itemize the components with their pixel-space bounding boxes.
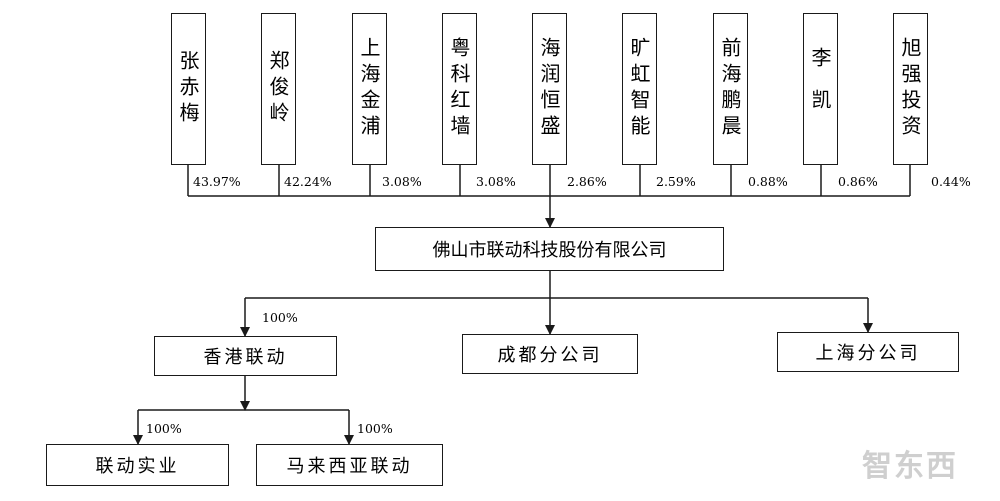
ownership-percent: 42.24%	[284, 174, 332, 189]
shareholder-box: 郑俊岭	[261, 13, 296, 165]
ownership-percent: 0.86%	[838, 174, 878, 189]
shanghai-branch-name: 上海分公司	[815, 343, 921, 364]
industrial-ownership-percent: 100%	[146, 421, 182, 436]
shareholder-box: 前海鹏晨	[713, 13, 748, 165]
hk-ownership-percent: 100%	[262, 310, 298, 325]
malaysia-ownership-percent: 100%	[357, 421, 393, 436]
ownership-percent: 0.88%	[748, 174, 788, 189]
shareholder-name: 郑俊岭	[266, 50, 290, 128]
shareholder-box: 李凯	[803, 13, 838, 165]
shareholder-box: 旭强投资	[893, 13, 928, 165]
hk-subsidiary-box: 香港联动	[154, 336, 337, 376]
ownership-percent: 3.08%	[382, 174, 422, 189]
shareholder-box: 旷虹智能	[622, 13, 657, 165]
ownership-percent: 3.08%	[476, 174, 516, 189]
hk-subsidiary-name: 香港联动	[203, 347, 288, 368]
shareholder-name: 前海鹏晨	[718, 37, 742, 141]
shareholder-name: 李凯	[808, 47, 832, 131]
shareholder-name: 旭强投资	[898, 37, 922, 141]
shareholder-box: 上海金浦	[352, 13, 387, 165]
malaysia-subsidiary-box: 马来西亚联动	[256, 444, 443, 486]
ownership-percent: 2.59%	[656, 174, 696, 189]
malaysia-subsidiary-name: 马来西亚联动	[286, 456, 413, 477]
company-name: 佛山市联动科技股份有限公司	[432, 240, 667, 261]
industrial-subsidiary-box: 联动实业	[46, 444, 229, 486]
ownership-percent: 43.97%	[193, 174, 241, 189]
shareholder-name: 粤科红墙	[447, 37, 471, 141]
ownership-percent: 2.86%	[567, 174, 607, 189]
company-box: 佛山市联动科技股份有限公司	[375, 227, 724, 271]
industrial-subsidiary-name: 联动实业	[95, 456, 180, 477]
shareholder-box: 张赤梅	[171, 13, 206, 165]
shareholder-box: 粤科红墙	[442, 13, 477, 165]
ownership-percent: 0.44%	[931, 174, 971, 189]
shareholder-name: 旷虹智能	[627, 37, 651, 141]
shareholder-name: 张赤梅	[176, 50, 200, 128]
shareholder-box: 海润恒盛	[532, 13, 567, 165]
shareholder-name: 上海金浦	[357, 37, 381, 141]
chengdu-branch-name: 成都分公司	[497, 345, 603, 366]
watermark-logo: 智东西	[862, 449, 958, 484]
chengdu-branch-box: 成都分公司	[462, 334, 638, 374]
shanghai-branch-box: 上海分公司	[777, 332, 959, 372]
shareholder-name: 海润恒盛	[537, 37, 561, 141]
